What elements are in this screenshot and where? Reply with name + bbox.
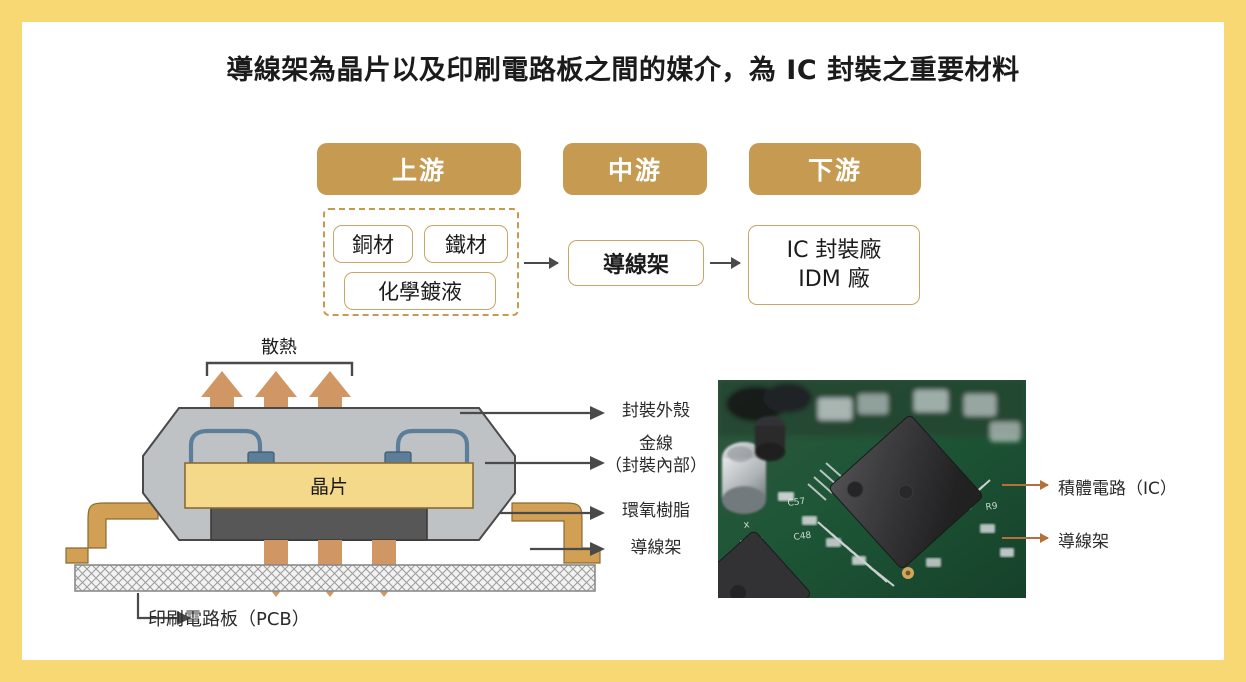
svg-text:x: x: [743, 519, 750, 531]
pcb-pointer-arrowhead: [177, 611, 191, 625]
photo-label-lead-frame: 導線架: [1058, 532, 1109, 552]
callout-label-epoxy: 環氧樹脂: [622, 501, 690, 521]
svg-text:C57: C57: [787, 497, 806, 509]
pcb-photograph: 157 x C48 C57 R9: [718, 380, 1026, 598]
frame-border-bottom: [0, 660, 1246, 682]
upstream-item-plating-solution: 化學鍍液: [344, 272, 496, 310]
pcb-pointer-line: [136, 593, 177, 620]
callout-gold-wire-line1: 金線: [639, 434, 673, 454]
photo-label-ic: 積體電路（IC）: [1058, 479, 1177, 499]
frame-border-left: [0, 0, 22, 682]
callout-arrow-lines: [460, 411, 590, 551]
stage-header-upstream: 上游: [317, 143, 521, 195]
upstream-item-copper: 銅材: [333, 225, 413, 263]
gold-bond-wires: [188, 428, 470, 478]
arrow-midstream-to-downstream: [710, 262, 740, 265]
upstream-item-iron: 鐵材: [424, 225, 508, 263]
downstream-line-1: IC 封裝廠: [786, 237, 882, 263]
frame-border-right: [1224, 0, 1246, 682]
arrow-upstream-to-midstream: [524, 262, 558, 265]
downstream-item-packaging-houses: IC 封裝廠 IDM 廠: [748, 225, 920, 305]
die-label: 晶片: [310, 476, 348, 498]
callout-label-pcb: 印刷電路板（PCB）: [148, 609, 310, 630]
die-block: [184, 462, 474, 509]
photo-callout-arrow-ic: [1002, 484, 1048, 487]
callout-label-package-shell: 封裝外殼: [622, 401, 690, 421]
callout-gold-wire-line2: （封裝內部）: [605, 455, 707, 476]
page-title: 導線架為晶片以及印刷電路板之間的媒介，為 IC 封裝之重要材料: [226, 55, 1020, 86]
svg-text:C48: C48: [793, 531, 812, 543]
heat-label: 散熱: [261, 337, 297, 358]
pcb-board: [74, 564, 596, 592]
downstream-line-2: IDM 廠: [798, 267, 870, 292]
callout-label-lead-frame: 導線架: [630, 538, 682, 558]
stage-header-midstream: 中游: [563, 143, 707, 195]
upstream-group-outline: [323, 208, 519, 316]
photo-callout-arrow-lead-frame: [1002, 537, 1048, 540]
package-cross-section-diagram: 晶片: [60, 335, 720, 635]
stage-header-downstream: 下游: [749, 143, 921, 195]
svg-text:R9: R9: [985, 501, 999, 513]
heat-bracket: [205, 361, 354, 376]
midstream-item-lead-frame: 導線架: [568, 240, 704, 286]
callout-label-gold-wire: 金線 （封裝內部）: [590, 434, 722, 478]
frame-border-top: [0, 0, 1246, 22]
callout-arrow-heads: [590, 406, 605, 556]
